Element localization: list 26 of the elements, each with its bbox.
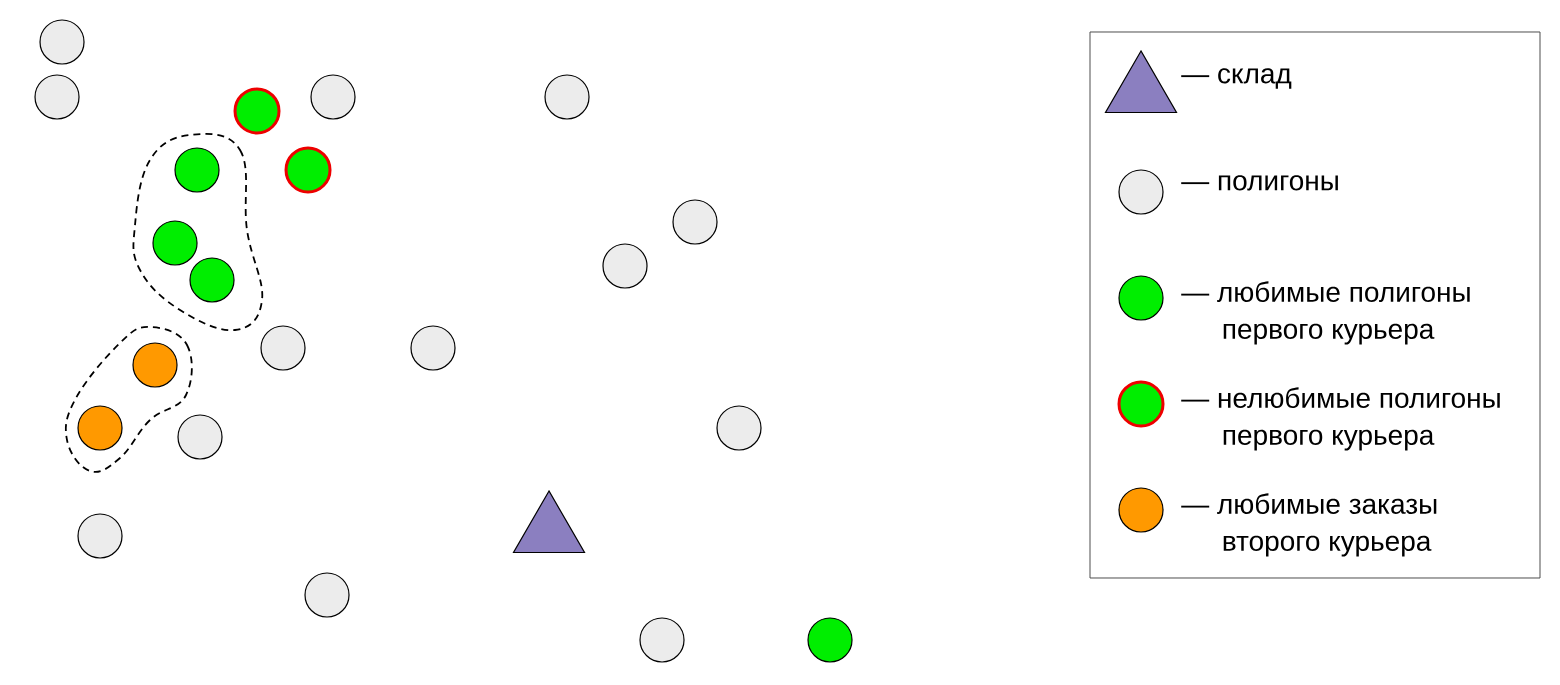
circle-marker bbox=[189, 257, 235, 303]
circle-marker bbox=[672, 199, 718, 245]
circle-marker bbox=[716, 405, 762, 451]
circle-marker bbox=[174, 147, 220, 193]
circle-marker bbox=[284, 146, 332, 194]
legend-text: — склад bbox=[1181, 68, 1292, 89]
circle-marker bbox=[310, 74, 356, 120]
legend-text: — нелюбимые полигоны первого курьера bbox=[1181, 387, 1500, 451]
legend-text: — любимые полигоны первого курьера bbox=[1181, 281, 1470, 345]
legend-text: — полигоны bbox=[1181, 175, 1338, 191]
circle-marker bbox=[304, 572, 350, 618]
circle-marker bbox=[639, 617, 685, 663]
circle-marker bbox=[807, 617, 853, 663]
circle-marker bbox=[34, 74, 80, 120]
circle-marker bbox=[233, 87, 281, 135]
circle-marker bbox=[77, 405, 123, 451]
legend-text: — любимые заказы второго курьера bbox=[1181, 493, 1437, 557]
circle-marker bbox=[260, 325, 306, 371]
circle-marker bbox=[177, 414, 223, 460]
circle-marker bbox=[544, 74, 590, 120]
circle-marker bbox=[410, 325, 456, 371]
circle-marker bbox=[132, 342, 178, 388]
circle-marker bbox=[152, 220, 198, 266]
circle-marker bbox=[77, 513, 123, 559]
circle-marker bbox=[602, 243, 648, 289]
circle-marker bbox=[39, 19, 85, 65]
